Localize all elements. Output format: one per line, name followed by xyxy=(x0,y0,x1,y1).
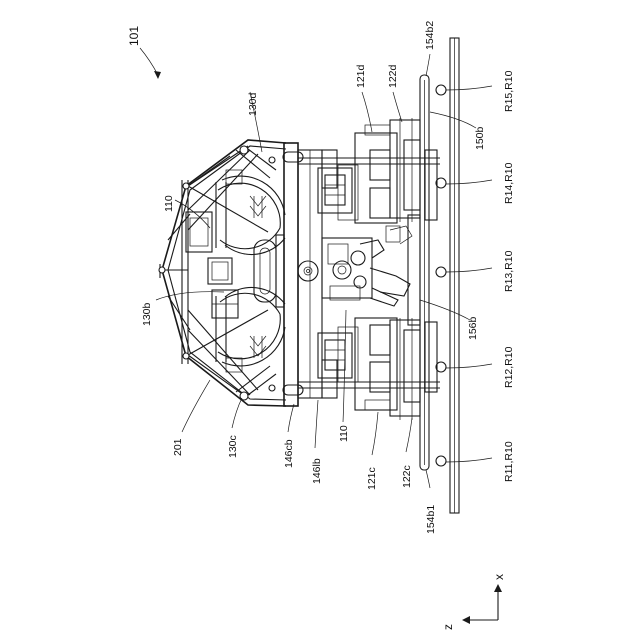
label-146cb: 146cb xyxy=(283,439,295,468)
fitting-upper xyxy=(318,165,358,220)
label-axis-z: z xyxy=(441,624,455,630)
label-110-lower: 110 xyxy=(338,425,350,442)
label-121c: 121c xyxy=(366,467,378,490)
rail xyxy=(450,38,459,513)
wheel-upper xyxy=(216,170,285,255)
beam-156b xyxy=(408,215,420,325)
rail-rollers xyxy=(436,85,446,466)
label-130b: 130b xyxy=(141,302,153,326)
label-154b1: 154b1 xyxy=(425,505,437,534)
bar-154b xyxy=(420,75,429,470)
wheel-lower xyxy=(216,287,285,372)
label-201: 201 xyxy=(172,438,184,456)
label-101: 101 xyxy=(127,26,141,46)
label-156b: 156b xyxy=(467,316,479,340)
label-150b: 150b xyxy=(474,126,486,150)
label-121d: 121d xyxy=(355,64,367,88)
label-r13: R13,R10 xyxy=(503,250,515,292)
label-130d: 130d xyxy=(247,92,259,116)
motor-110 xyxy=(186,212,238,318)
label-110-upper: 110 xyxy=(163,195,175,212)
central-mechanism xyxy=(322,226,412,306)
label-122d: 122d xyxy=(387,64,399,88)
reference-labels: 101 130d 110 130b 201 130c 146cb 146lb 1… xyxy=(127,21,515,630)
label-122c: 122c xyxy=(401,465,413,488)
label-axis-x: x xyxy=(492,574,506,580)
label-130c: 130c xyxy=(227,435,239,458)
label-r11: R11,R10 xyxy=(503,441,515,482)
label-146lb: 146lb xyxy=(311,458,323,484)
fitting-lower xyxy=(318,327,358,382)
label-r15: R15,R10 xyxy=(503,70,515,112)
label-r14: R14,R10 xyxy=(503,162,515,204)
central-hub xyxy=(254,235,318,307)
label-154b2: 154b2 xyxy=(424,21,436,50)
axis-indicator xyxy=(462,584,502,624)
label-r12: R12,R10 xyxy=(503,346,515,388)
